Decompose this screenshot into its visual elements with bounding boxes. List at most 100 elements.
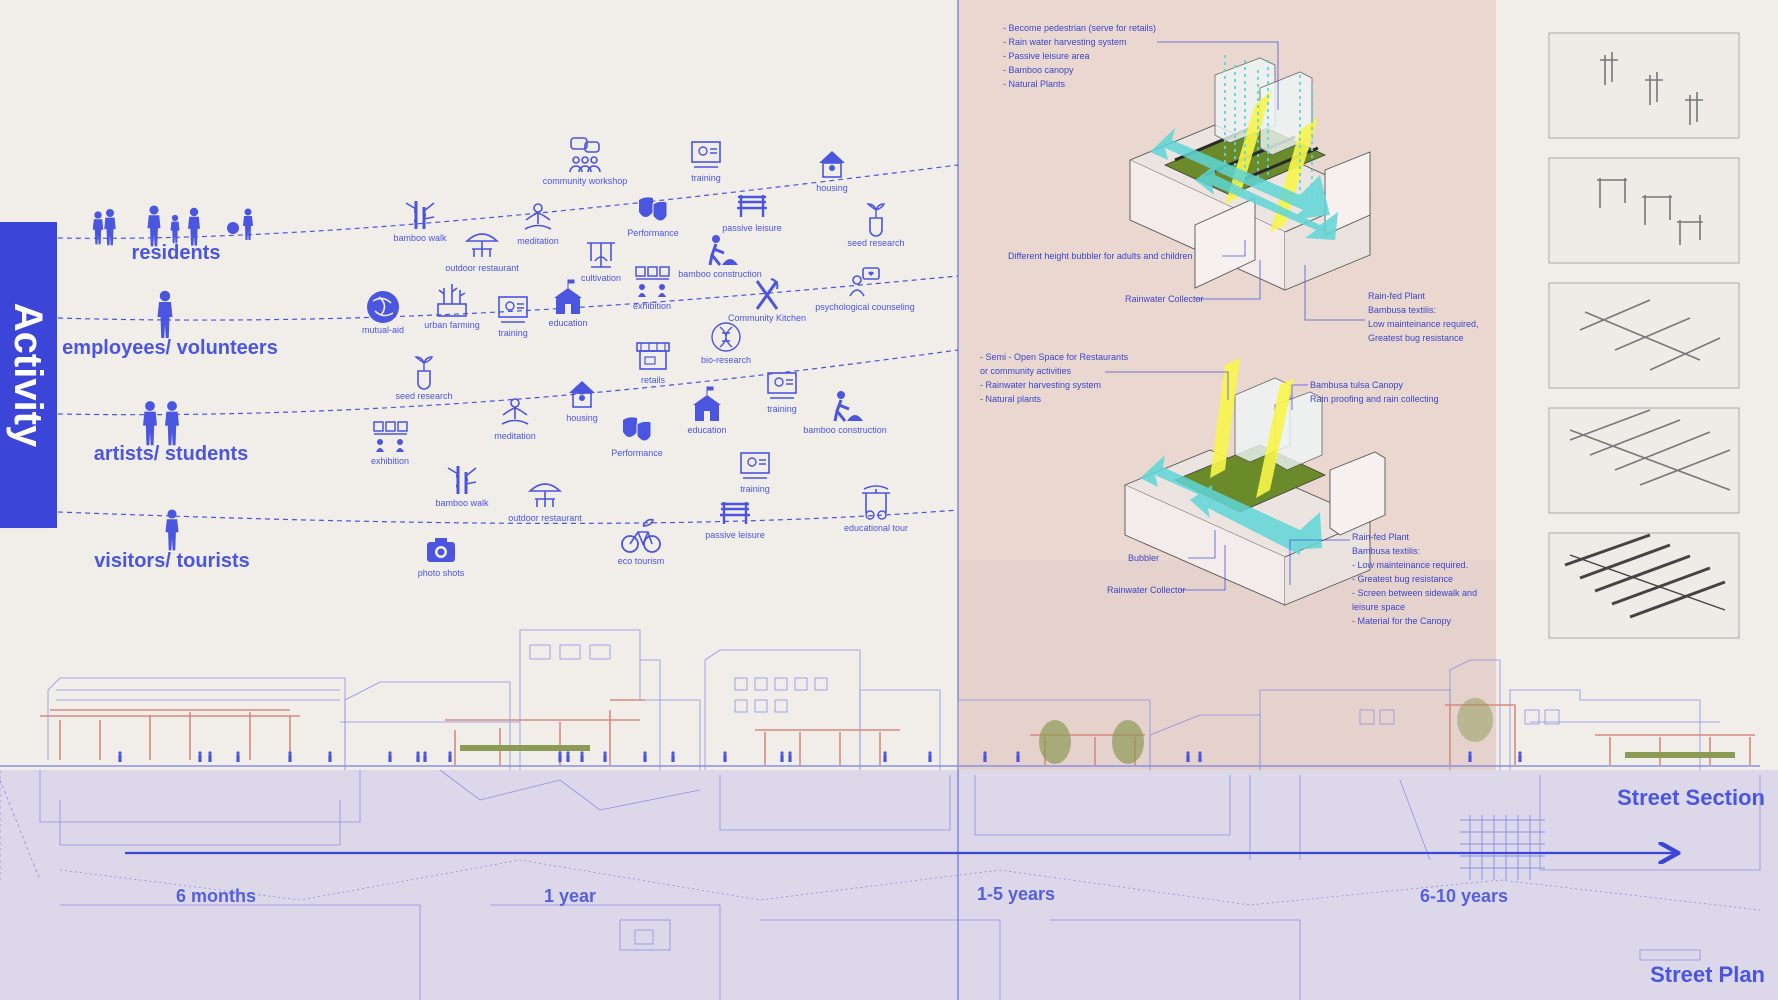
activity-label: training	[740, 484, 770, 494]
note-d1-3: - Bamboo canopy	[1003, 65, 1074, 75]
family-silhouette-icon	[92, 205, 253, 247]
activity-label: training	[691, 173, 721, 183]
person-silhouette-icon	[157, 290, 173, 338]
pergola-structures	[40, 699, 1755, 765]
street-plan-band	[0, 770, 1778, 1000]
hands-icon	[367, 291, 399, 323]
note-d2-3: - Natural plants	[980, 394, 1042, 404]
activity-label: education	[548, 318, 587, 328]
planter-icon	[437, 284, 467, 317]
note-d2-plant-0: Rain-fed Plant	[1352, 532, 1410, 542]
note-d2-canopy-1: Rain proofing and rain collecting	[1310, 394, 1439, 404]
group-label-visitors: visitors/ tourists	[94, 550, 250, 572]
construction-icon	[833, 391, 863, 422]
tour-icon	[862, 485, 890, 520]
note-d1-bubbler: Different height bubbler for adults and …	[1008, 251, 1192, 261]
street-section-label: Street Section	[1617, 785, 1765, 810]
activity-label: bamboo construction	[678, 269, 762, 279]
activity-label: eco tourism	[618, 556, 665, 566]
note-d2-bubbler: Bubbler	[1128, 553, 1159, 563]
activity-label: passive leisure	[722, 223, 782, 233]
couple-silhouette-icon	[143, 401, 179, 446]
note-d2-1: or community activities	[980, 366, 1072, 376]
group-label-employees: employees/ volunteers	[62, 337, 278, 359]
meditation-icon	[501, 398, 529, 425]
activity-label: bio-research	[701, 355, 751, 365]
activity-label: training	[767, 404, 797, 414]
note-d2-plant-4: - Screen between sidewalk and	[1352, 588, 1477, 598]
group-label-residents: residents	[132, 242, 221, 264]
activity-label: outdoor restaurant	[445, 263, 519, 273]
note-d1-0: - Become pedestrian (serve for retails)	[1003, 23, 1156, 33]
cultivation-icon	[587, 242, 615, 268]
diagram-1-notes: - Become pedestrian (serve for retails) …	[1003, 23, 1479, 343]
meditation-icon	[524, 203, 552, 230]
training-icon	[498, 296, 528, 323]
activity-title: Activity	[6, 303, 50, 448]
bamboo-icon	[405, 201, 435, 229]
activity-label: exhibition	[371, 456, 409, 466]
activity-label: housing	[816, 183, 848, 193]
activity-label: education	[687, 425, 726, 435]
timeline-1-5-years: 1-5 years	[977, 884, 1055, 904]
bench-icon	[737, 195, 767, 217]
activity-label: bamboo walk	[393, 233, 447, 243]
timeline-6-10-years: 6-10 years	[1420, 886, 1508, 906]
activity-label: exhibition	[633, 301, 671, 311]
note-d2-plant-2: - Low mainteinance required.	[1352, 560, 1468, 570]
school-icon	[554, 279, 582, 314]
shop-icon	[636, 342, 670, 370]
activity-label: Performance	[627, 228, 679, 238]
note-d2-plant-5: leisure space	[1352, 602, 1405, 612]
sunlight-rays-2	[1210, 358, 1294, 498]
construction-icon	[708, 235, 738, 266]
activity-lines	[57, 164, 959, 524]
masks-icon	[639, 197, 668, 222]
activity-label: seed research	[847, 238, 904, 248]
timeline-1-year: 1 year	[544, 886, 596, 906]
note-d2-plant-1: Bambusa textilis:	[1352, 546, 1420, 556]
activity-label: housing	[566, 413, 598, 423]
street-plan	[0, 769, 1761, 1000]
bicycle-icon	[621, 518, 661, 553]
activity-label: mutual-aid	[362, 325, 404, 335]
activity-label: meditation	[494, 431, 536, 441]
school-icon	[693, 386, 721, 421]
activity-label: meditation	[517, 236, 559, 246]
activity-label: passive leisure	[705, 530, 765, 540]
seedling-icon	[414, 356, 434, 390]
activity-label: photo shots	[418, 568, 465, 578]
note-d2-0: - Semi - Open Space for Restaurants	[980, 352, 1129, 362]
activity-label: outdoor restaurant	[508, 513, 582, 523]
counseling-icon	[849, 267, 880, 297]
timeline-6-months: 6 months	[176, 886, 256, 906]
activity-label: cultivation	[581, 273, 621, 283]
note-d1-4: - Natural Plants	[1003, 79, 1066, 89]
flow-arrows-2	[1140, 455, 1322, 555]
training-icon	[740, 452, 770, 479]
activity-label: bamboo construction	[803, 425, 887, 435]
section-plants	[460, 698, 1735, 764]
activity-label: psychological counseling	[815, 302, 915, 312]
note-d2-2: - Rainwater harvesting system	[980, 380, 1101, 390]
note-d2-plant-6: - Material for the Canopy	[1352, 616, 1452, 626]
canopy-evolution-thumbnails	[1548, 32, 1740, 639]
group-label-artists: artists/ students	[94, 443, 248, 465]
activity-label: retails	[641, 375, 666, 385]
street-plan-label: Street Plan	[1650, 962, 1765, 987]
note-d1-2: - Passive leisure area	[1003, 51, 1090, 61]
activity-label: Performance	[611, 448, 663, 458]
activity-label: educational tour	[844, 523, 908, 533]
activity-sidebar	[0, 222, 57, 528]
note-d1-plant-2: Low mainteinance required,	[1368, 319, 1479, 329]
note-d1-1: - Rain water harvesting system	[1003, 37, 1127, 47]
activity-label: urban farming	[424, 320, 480, 330]
activity-label: training	[498, 328, 528, 338]
housing-icon	[569, 381, 595, 408]
note-d2-collector: Rainwater Collector	[1107, 585, 1186, 595]
seedling-icon	[866, 203, 886, 237]
activity-label: community workshop	[543, 176, 628, 186]
training-icon	[767, 372, 797, 399]
camera-icon	[427, 538, 455, 562]
